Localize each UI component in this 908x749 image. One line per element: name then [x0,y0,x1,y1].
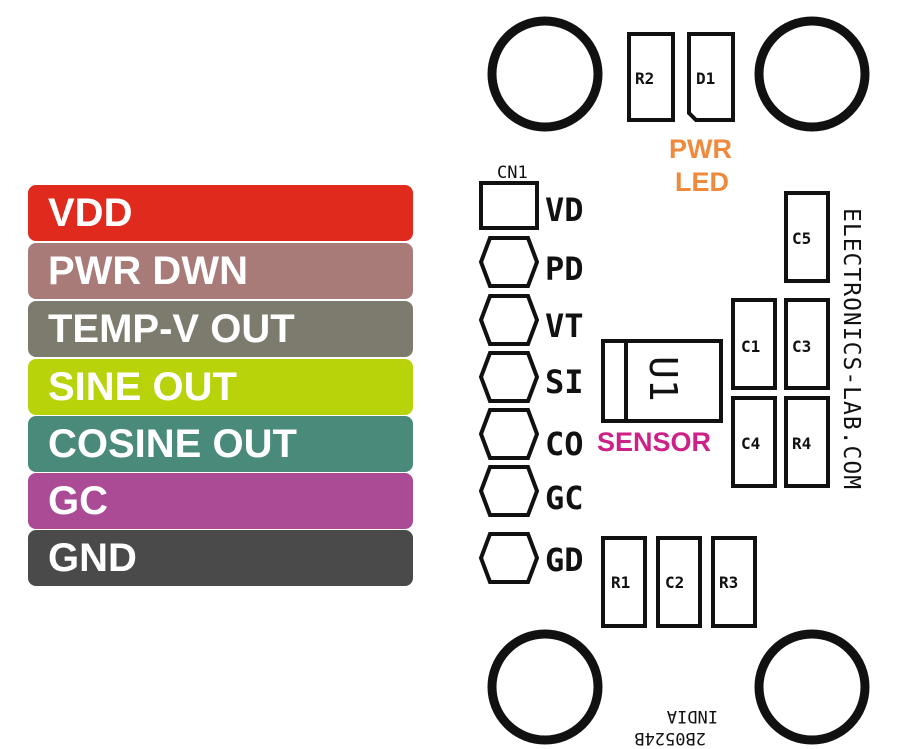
pwr-led-label-line2: LED [675,167,729,197]
c1-outline [731,298,777,390]
r1-outline [601,536,647,628]
sensor-label: SENSOR [597,427,711,457]
mounting-hole-top-left [487,16,603,132]
c3-label: C3 [792,337,811,356]
pin-label-sine-out: SINE OUT [28,359,413,415]
pin-label-gnd: GND [28,530,413,586]
pin-name-vd: VD [545,191,584,229]
c5-outline [784,191,830,283]
pin-name-si: SI [545,363,584,401]
pin-name-gd: GD [545,541,584,579]
r2-outline [627,32,675,122]
pwr-led-label-line1: PWR [669,134,732,164]
c1-label: C1 [741,337,760,356]
c4-label: C4 [741,434,760,453]
pin-label-cosine-out: COSINE OUT [28,416,413,472]
pin-name-vt: VT [545,307,584,345]
r2-label: R2 [635,69,654,88]
pin-label-pwr-dwn: PWR DWN [28,243,413,299]
pin-label-temp-v-out: TEMP-V OUT [28,301,413,357]
d1-outline [687,32,735,122]
r3-outline [711,536,757,628]
r4-outline [784,396,830,488]
mounting-hole-bottom-right [754,629,870,745]
mounting-hole-bottom-left [487,629,603,745]
code-text: 2B0524B [634,728,706,748]
country-text: INDIA [667,706,718,726]
c4-outline [731,396,777,488]
pin-name-pd: PD [545,250,584,288]
u1-label: U1 [641,356,685,402]
brand-text: ELECTRONICS-LAB.COM [838,208,864,490]
r4-label: R4 [792,434,811,453]
d1-label: D1 [696,69,715,88]
pin-label-gc: GC [28,473,413,529]
connector-outline [478,181,540,584]
c5-label: C5 [792,229,811,248]
r3-label: R3 [719,573,738,592]
pin-name-co: CO [545,425,584,463]
connector-label: CN1 [497,163,528,183]
pin-name-gc: GC [545,479,584,517]
r1-label: R1 [611,573,630,592]
mounting-hole-top-right [754,16,870,132]
pin-label-vdd: VDD [28,185,413,241]
c2-outline [656,536,702,628]
c3-outline [784,298,830,390]
u1-outline [601,339,723,423]
c2-label: C2 [665,573,684,592]
